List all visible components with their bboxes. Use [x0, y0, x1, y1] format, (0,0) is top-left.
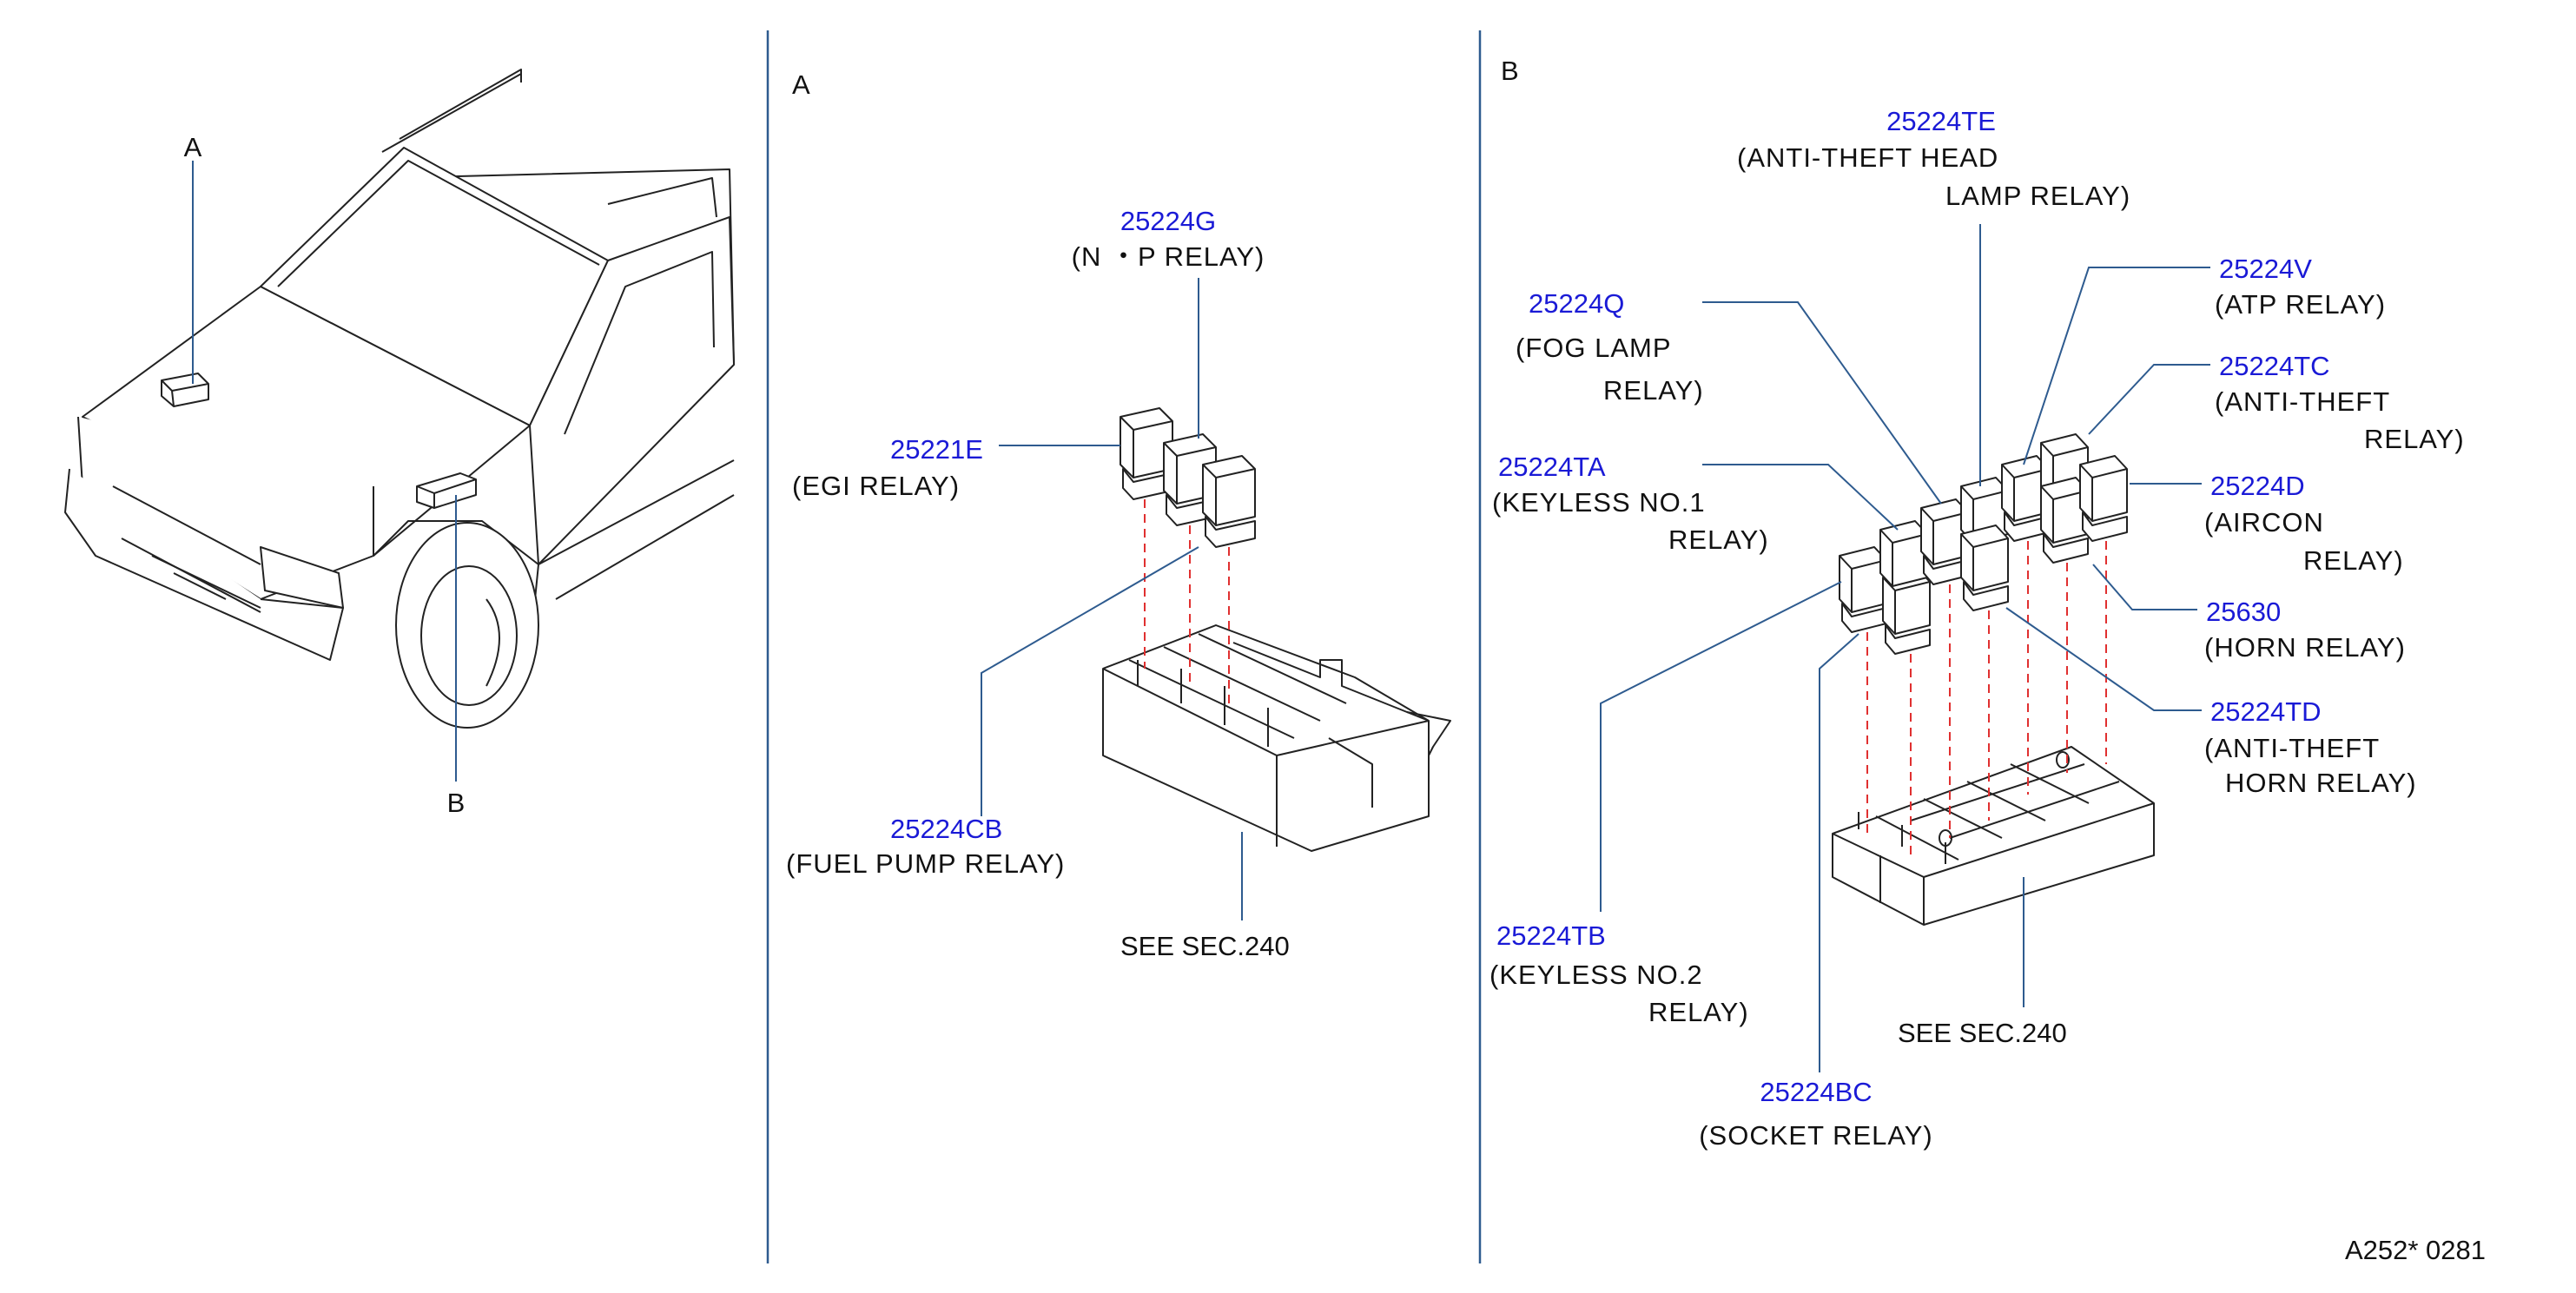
part-number-25224td: 25224TD	[2210, 696, 2322, 727]
part-desc-25224bc: (SOCKET RELAY)	[1699, 1120, 1933, 1151]
part-desc-25224g: (N ・P RELAY)	[1072, 241, 1265, 272]
diagram-reference-code: A252* 0281	[2345, 1235, 2486, 1265]
leader-25224v	[2023, 267, 2210, 465]
leader-25224ta	[1702, 464, 1899, 531]
leader-25224bc	[1819, 633, 1859, 1072]
relay-b-4	[1920, 498, 1969, 585]
part-number-25224ta: 25224TA	[1498, 452, 1606, 482]
part-number-25224g: 25224G	[1120, 206, 1216, 236]
relay-b-1	[1839, 546, 1887, 633]
marker-b: B	[447, 788, 466, 818]
part-desc-25224tc-2: RELAY)	[2364, 424, 2465, 454]
part-number-25224tc: 25224TC	[2219, 351, 2330, 381]
part-number-25224q: 25224Q	[1529, 288, 1624, 319]
part-number-25224bc: 25224BC	[1760, 1077, 1872, 1107]
part-desc-25224td-2: HORN RELAY)	[2225, 768, 2417, 798]
relay-a-1	[1120, 407, 1173, 500]
see-sec-a: SEE SEC.240	[1120, 931, 1290, 961]
relay-b-7	[2001, 455, 2050, 542]
part-number-25221e: 25221E	[890, 434, 983, 465]
part-desc-25224d-1: (AIRCON	[2204, 507, 2324, 538]
leader-25224q	[1702, 301, 1942, 505]
part-desc-25224te-1: (ANTI-THEFT HEAD	[1737, 142, 1998, 173]
relay-b-9	[2040, 477, 2089, 564]
relay-b-10	[2079, 455, 2128, 542]
part-number-25224te: 25224TE	[1886, 106, 1996, 136]
relay-a-3	[1202, 455, 1256, 548]
see-sec-b: SEE SEC.240	[1898, 1018, 2067, 1048]
part-desc-25224v: (ATP RELAY)	[2215, 289, 2386, 320]
relay-box-b	[1832, 746, 2155, 926]
leader-25224td	[2005, 607, 2202, 711]
vehicle-illustration	[64, 69, 735, 729]
leader-25224tb	[1600, 581, 1842, 912]
part-desc-25224ta-1: (KEYLESS NO.1	[1492, 487, 1706, 518]
leader-25224tc	[2088, 364, 2210, 435]
part-desc-25224tc-1: (ANTI-THEFT	[2215, 386, 2390, 417]
part-number-25630: 25630	[2206, 597, 2281, 627]
part-desc-25224tb-2: RELAY)	[1648, 997, 1749, 1027]
part-number-25224v: 25224V	[2219, 254, 2312, 284]
part-desc-25224ta-2: RELAY)	[1668, 524, 1769, 555]
part-desc-25221e: (EGI RELAY)	[792, 471, 960, 501]
part-desc-25224q-1: (FOG LAMP	[1516, 333, 1672, 363]
relay-box-a	[1102, 624, 1451, 852]
marker-a: A	[184, 132, 202, 162]
relay-b-3	[1879, 520, 1928, 587]
part-desc-25224cb: (FUEL PUMP RELAY)	[786, 848, 1065, 879]
dash-lines-a	[1144, 499, 1230, 703]
part-desc-25224q-2: RELAY)	[1603, 375, 1704, 406]
relay-b-6	[1960, 524, 2009, 611]
part-number-25224cb: 25224CB	[890, 814, 1002, 844]
part-desc-25224tb-1: (KEYLESS NO.2	[1489, 960, 1703, 990]
part-number-25224d: 25224D	[2210, 471, 2305, 501]
relay-group-a	[1120, 407, 1256, 548]
section-a-label: A	[792, 69, 810, 100]
part-number-25224tb: 25224TB	[1496, 920, 1606, 951]
leader-25630	[2092, 564, 2197, 610]
leader-25224cb	[981, 546, 1199, 816]
part-desc-25630: (HORN RELAY)	[2204, 632, 2406, 663]
relay-group-b	[1839, 433, 2128, 655]
part-desc-25224te-2: LAMP RELAY)	[1945, 181, 2130, 211]
section-b-label: B	[1501, 56, 1519, 86]
part-desc-25224td-1: (ANTI-THEFT	[2204, 733, 2380, 763]
part-desc-25224d-2: RELAY)	[2303, 545, 2404, 576]
